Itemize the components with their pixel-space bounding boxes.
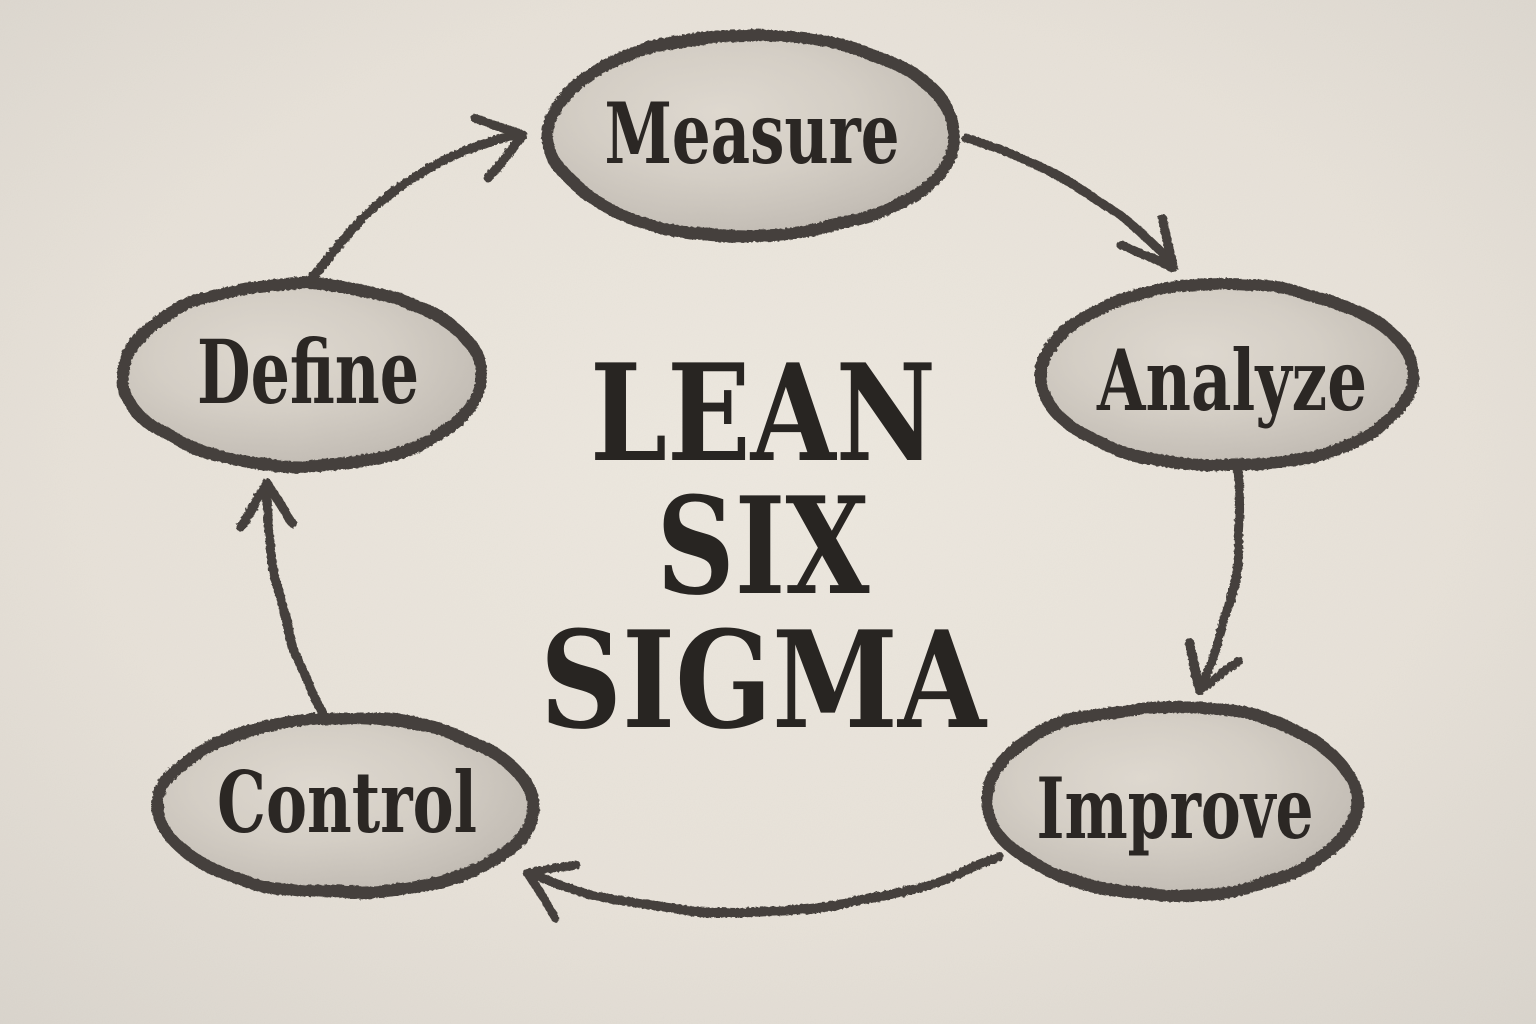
edge-measure-to-analyze (963, 135, 1175, 267)
node-measure-ellipse (542, 30, 962, 242)
edge-control-to-define (262, 481, 327, 717)
center-title: LEAN SIX SIGMA (540, 334, 988, 759)
node-analyze-label: Analyze (1096, 331, 1367, 430)
node-analyze-ellipse (1034, 278, 1420, 472)
arrowhead-measure-to-analyze (1117, 214, 1178, 273)
center-title-line-2: SIX (657, 467, 870, 625)
node-define-ellipse (116, 278, 488, 472)
edge-analyze-to-improve (1197, 463, 1245, 691)
node-improve-label: Improve (1037, 759, 1314, 858)
node-improve-ellipse (980, 700, 1364, 902)
arrowhead-control-to-define (236, 477, 298, 532)
node-measure-label: Measure (605, 84, 900, 183)
center-title-line-1: LEAN (590, 334, 936, 492)
arrowhead-define-to-measure (470, 114, 528, 182)
node-control-ellipse (152, 712, 540, 900)
node-control-label: Control (217, 753, 477, 852)
arrowhead-improve-to-control (522, 859, 580, 922)
edge-improve-to-control (525, 853, 1005, 918)
center-title-line-3: SIGMA (540, 601, 988, 759)
arrowhead-analyze-to-improve (1184, 637, 1244, 695)
node-define-label: Define (197, 320, 419, 424)
edge-define-to-measure (307, 129, 525, 285)
